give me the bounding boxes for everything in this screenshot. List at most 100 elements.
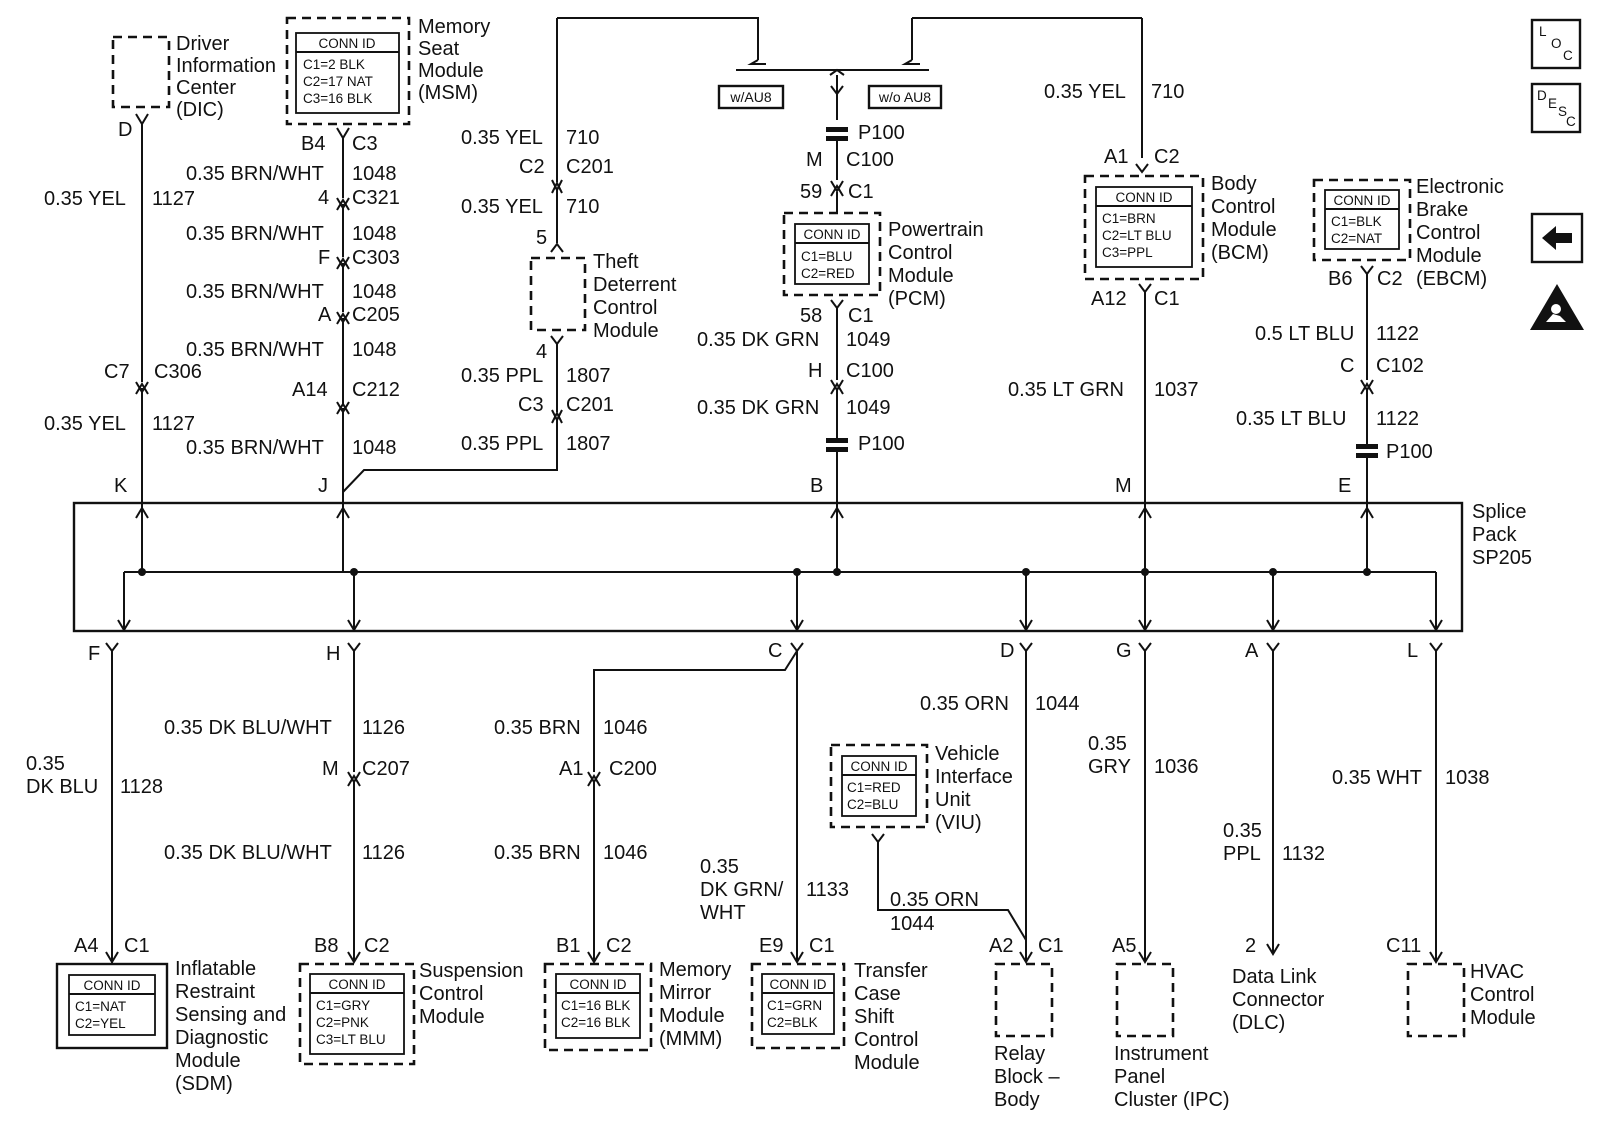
c303-conn: C303 [352, 247, 400, 269]
loc-glyph-c: C [1563, 48, 1573, 63]
description-button[interactable]: D E S C [1530, 82, 1582, 134]
msm-conn-2: C2=17 NAT [303, 74, 373, 89]
tcscm-name-5: Module [854, 1052, 920, 1074]
bcm-conn-3: C3=PPL [1102, 245, 1153, 260]
tcscm-pin: E9 [759, 935, 783, 957]
module-tdcm[interactable]: Theft Deterrent Control Module 5 4 [529, 227, 677, 363]
pcm-w1-circuit: 1049 [846, 329, 891, 351]
module-viu[interactable]: CONN ID C1=RED C2=BLU Vehicle Interface … [829, 743, 1013, 834]
c321-conn: C321 [352, 187, 400, 209]
viu-w-circuit: 1044 [890, 913, 935, 935]
sdm-pin: A4 [74, 935, 98, 957]
dlc-w-gauge-1: 0.35 [1223, 820, 1262, 842]
bcm-w2-circuit: 1037 [1154, 379, 1199, 401]
module-relay-block-body[interactable]: A2 C1 Relay Block – Body [989, 935, 1064, 1111]
splice-pin-c: C [768, 640, 782, 662]
msm-w1-circuit: 1048 [352, 163, 397, 185]
tdcm-w2-circuit: 710 [566, 196, 599, 218]
msm-w5-gauge: 0.35 BRN/WHT [186, 437, 324, 459]
mmm-name-1: Memory [659, 959, 731, 981]
c201-top-conn: C201 [566, 156, 614, 178]
module-scm[interactable]: B8 C2 CONN ID C1=GRY C2=PNK C3=LT BLU Su… [298, 935, 524, 1066]
module-msm[interactable]: CONN ID C1=2 BLK C2=17 NAT C3=16 BLK Mem… [285, 16, 490, 155]
hvac-name-2: Control [1470, 984, 1534, 1006]
splice-pin-l: L [1407, 640, 1418, 662]
tdcm-w4-circuit: 1807 [566, 433, 611, 455]
module-dic[interactable]: Driver Information Center (DIC) D [111, 33, 276, 141]
location-button[interactable]: L O C [1530, 18, 1582, 70]
tdcm-pin-bottom: 4 [536, 341, 547, 363]
mmm-conn-num: C2 [606, 935, 632, 957]
c201-bot-pin: C3 [518, 394, 544, 416]
desc-glyph-c: C [1566, 114, 1576, 129]
wire-ipc-1036: 0.35 GRY 1036 [1088, 642, 1199, 962]
ebcm-conn-2: C2=NAT [1331, 231, 1382, 246]
ipc-pin: A5 [1112, 935, 1136, 957]
msm-w3-gauge: 0.35 BRN/WHT [186, 281, 324, 303]
tdcm-pin-top: 5 [536, 227, 547, 249]
c100-bot-conn: C100 [846, 360, 894, 382]
module-tcscm[interactable]: E9 C1 CONN ID C1=GRN C2=BLK Transfer Cas… [750, 935, 928, 1074]
module-sdm[interactable]: A4 C1 CONN ID C1=NAT C2=YEL Inflatable R… [55, 935, 286, 1095]
dlc-pin: 2 [1245, 935, 1256, 957]
back-arrow-button[interactable] [1530, 212, 1584, 264]
bcm-name-3: Module [1211, 219, 1277, 241]
tcscm-w-circuit: 1133 [806, 879, 849, 901]
safety-warning-button[interactable] [1530, 284, 1584, 330]
wire-pcm-upper: P100 M C100 [806, 85, 905, 212]
wire-pcm-1049: 0.35 DK GRN 1049 H C100 0.35 DK GRN 1049… [697, 299, 905, 503]
msm-conn-3: C3=16 BLK [303, 91, 372, 106]
module-bcm[interactable]: CONN ID C1=BRN C2=LT BLU C3=PPL Body Con… [1083, 146, 1277, 310]
ebcm-name-5: (EBCM) [1416, 268, 1487, 290]
loc-glyph-o: O [1551, 36, 1562, 51]
module-dlc[interactable]: 2 Data Link Connector (DLC) [1232, 935, 1325, 1034]
wire-tdcm-710: 0.35 YEL 710 C2 C201 0.35 YEL 710 [461, 17, 759, 253]
c212-pin: A14 [292, 379, 328, 401]
tdcm-w4-gauge: 0.35 PPL [461, 433, 543, 455]
mmm-name-3: Module [659, 1005, 725, 1027]
tdcm-w2-gauge: 0.35 YEL [461, 196, 543, 218]
tcscm-conn-2: C2=BLK [767, 1015, 818, 1030]
ebcm-w1-gauge: 0.5 LT BLU [1255, 323, 1354, 345]
p100-top: P100 [858, 122, 905, 144]
module-mmm[interactable]: B1 C2 CONN ID C1=16 BLK C2=16 BLK Memory… [543, 935, 731, 1052]
ipc-w-gauge-2: GRY [1088, 756, 1131, 778]
ebcm-conn-num: C2 [1377, 268, 1403, 290]
dlc-w-gauge-2: PPL [1223, 843, 1261, 865]
module-ebcm[interactable]: CONN ID C1=BLK C2=NAT Electronic Brake C… [1312, 176, 1504, 290]
wire-bcm-710: 0.35 YEL 710 [1044, 81, 1184, 174]
dlc-name-2: Connector [1232, 989, 1325, 1011]
sdm-conn-id: CONN ID [84, 978, 141, 993]
splice-pin-a: A [1245, 640, 1259, 662]
bcm-w2-gauge: 0.35 LT GRN [1008, 379, 1124, 401]
ebcm-name-3: Control [1416, 222, 1480, 244]
sdm-w-gauge-1: 0.35 [26, 753, 65, 775]
msm-w4-circuit: 1048 [352, 339, 397, 361]
module-hvac[interactable]: C11 HVAC Control Module [1386, 935, 1536, 1038]
pcm-pin-top: 59 [800, 181, 822, 203]
splice-pin-k: K [114, 475, 128, 497]
p100-mid: P100 [858, 433, 905, 455]
ipc-name-3: Cluster (IPC) [1114, 1089, 1230, 1111]
c207-conn: C207 [362, 758, 410, 780]
splice-name-line-2: Pack [1472, 524, 1517, 546]
back-arrow-icon [1542, 226, 1572, 250]
pcm-conn-top: C1 [848, 181, 874, 203]
dlc-name-3: (DLC) [1232, 1012, 1285, 1034]
ebcm-name-1: Electronic [1416, 176, 1504, 198]
sdm-name-1: Inflatable [175, 958, 256, 980]
desc-glyph-d: D [1537, 88, 1547, 103]
tcscm-w-gauge-2: DK GRN/ [700, 879, 784, 901]
c100-bot-pin: H [808, 360, 822, 382]
scm-w1-gauge: 0.35 DK BLU/WHT [164, 717, 332, 739]
c201-bot-conn: C201 [566, 394, 614, 416]
tcscm-w-gauge-1: 0.35 [700, 856, 739, 878]
pcm-conn-1: C1=BLU [801, 249, 852, 264]
module-ipc[interactable]: A5 Instrument Panel Cluster (IPC) [1112, 935, 1230, 1111]
rbb-name-2: Block – [994, 1066, 1060, 1088]
hvac-w-gauge: 0.35 WHT [1332, 767, 1422, 789]
msm-name-2: Seat [418, 38, 460, 60]
scm-name-1: Suspension [419, 960, 524, 982]
module-pcm[interactable]: CONN ID C1=BLU C2=RED Powertrain Control… [782, 181, 984, 327]
